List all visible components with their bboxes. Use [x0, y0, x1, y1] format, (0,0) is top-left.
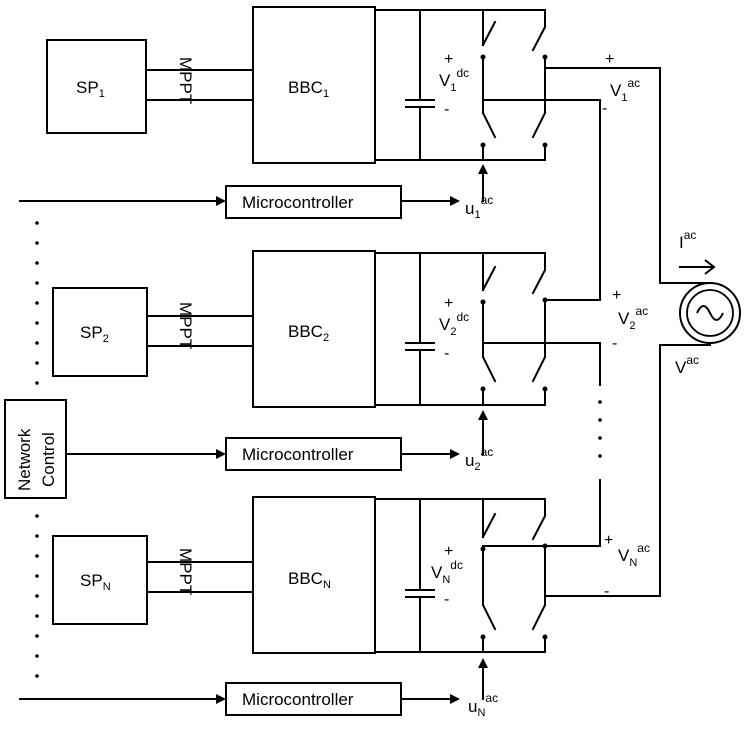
switch-1a [481, 20, 497, 47]
microcontroller-1 [225, 185, 402, 219]
microcontroller-row-2: Microcontroller u2ac [65, 410, 493, 473]
vdc-2-label: V2dc [439, 310, 469, 338]
u-2-label: u2ac [465, 445, 493, 473]
arrow-icon [216, 449, 226, 459]
solar-panel-1-label: SP1 [76, 78, 105, 100]
bbc-n [252, 496, 376, 654]
solar-panel-n-label: SPN [80, 571, 111, 593]
vac-2-label: V2ac [618, 304, 648, 332]
solar-panel-2-label: SP2 [80, 323, 109, 345]
current-arrow-icon [679, 259, 716, 275]
switch-2d [531, 355, 547, 383]
bbc-2-label: BBC2 [288, 322, 329, 344]
switch-1d [531, 111, 547, 139]
microcontroller-2 [225, 437, 402, 471]
arrow-icon [450, 694, 460, 704]
vdc-1-minus: - [444, 101, 449, 118]
switch-1b [481, 111, 497, 139]
vac-2-minus: - [612, 335, 617, 352]
microcontroller-row-1: Microcontroller u1ac [19, 164, 493, 221]
microcontroller-n [225, 682, 402, 716]
u-1-label: u1ac [465, 193, 493, 221]
vac-n-plus: + [604, 532, 613, 549]
ac-source: Iac Vac [659, 228, 741, 377]
switch-nb [481, 603, 497, 631]
vac-1-plus: + [605, 51, 614, 68]
arrow-icon [478, 658, 488, 668]
arrow-icon [450, 196, 460, 206]
network-control-line2: Control [39, 432, 58, 487]
vac-1-label: V1ac [610, 76, 640, 104]
vac-n-label: VNac [618, 541, 650, 569]
solar-panel-2 [52, 287, 148, 377]
microcontroller-2-label: Microcontroller [242, 445, 354, 464]
vac-2-plus: + [612, 287, 621, 304]
vdc-n-plus: + [444, 543, 453, 560]
vdc-1-label: V1dc [439, 66, 469, 94]
vac-n-minus: - [604, 583, 609, 600]
switch-1c [531, 25, 547, 52]
vdc-2-plus: + [444, 295, 453, 312]
panel-n: SPN MPPT BBCN + VNdc - + VNac - [52, 496, 661, 654]
arrow-icon [450, 449, 460, 459]
arrow-icon [216, 694, 226, 704]
network-control: Network Control [4, 221, 67, 678]
mppt-label-1: MPPT [176, 57, 195, 104]
network-ellipsis-top [35, 221, 39, 385]
u-n-label: uNac [468, 691, 498, 719]
microcontroller-n-label: Microcontroller [242, 690, 354, 709]
switch-nc [531, 514, 547, 541]
mppt-label-n: MPPT [176, 548, 195, 595]
solar-panel-n [52, 535, 148, 625]
network-control-line1: Network [15, 428, 34, 491]
arrow-icon [478, 410, 488, 420]
series-wiring [598, 67, 661, 597]
microcontroller-row-n: Microcontroller uNac [19, 658, 498, 719]
network-control-box [4, 399, 67, 499]
switch-2b [481, 355, 497, 383]
vdc-n-minus: - [444, 591, 449, 608]
series-ellipsis [598, 400, 602, 458]
switch-2a [481, 265, 497, 292]
current-label: Iac [679, 228, 696, 252]
vdc-2-minus: - [444, 345, 449, 362]
source-voltage-label: Vac [675, 353, 699, 377]
arrow-icon [478, 164, 488, 174]
vac-1-minus: - [602, 100, 607, 117]
arrow-icon [216, 196, 226, 206]
network-ellipsis-bottom [35, 514, 39, 678]
panel-2: SP2 MPPT BBC2 + V2dc - + V2ac - [52, 250, 648, 408]
switch-2c [531, 268, 547, 295]
mppt-label-2: MPPT [176, 302, 195, 349]
bbc-2 [252, 250, 376, 408]
switch-nd [531, 603, 547, 631]
bbc-1 [252, 6, 376, 164]
vdc-n-label: VNdc [431, 558, 463, 586]
solar-panel-1 [46, 39, 147, 134]
microcontroller-1-label: Microcontroller [242, 193, 354, 212]
panel-1: SP1 MPPT BBC1 + V1dc - + V1ac - [46, 6, 661, 164]
bbc-n-label: BBCN [288, 569, 331, 591]
switch-na [481, 512, 497, 539]
bbc-1-label: BBC1 [288, 78, 329, 100]
vdc-1-plus: + [444, 51, 453, 68]
